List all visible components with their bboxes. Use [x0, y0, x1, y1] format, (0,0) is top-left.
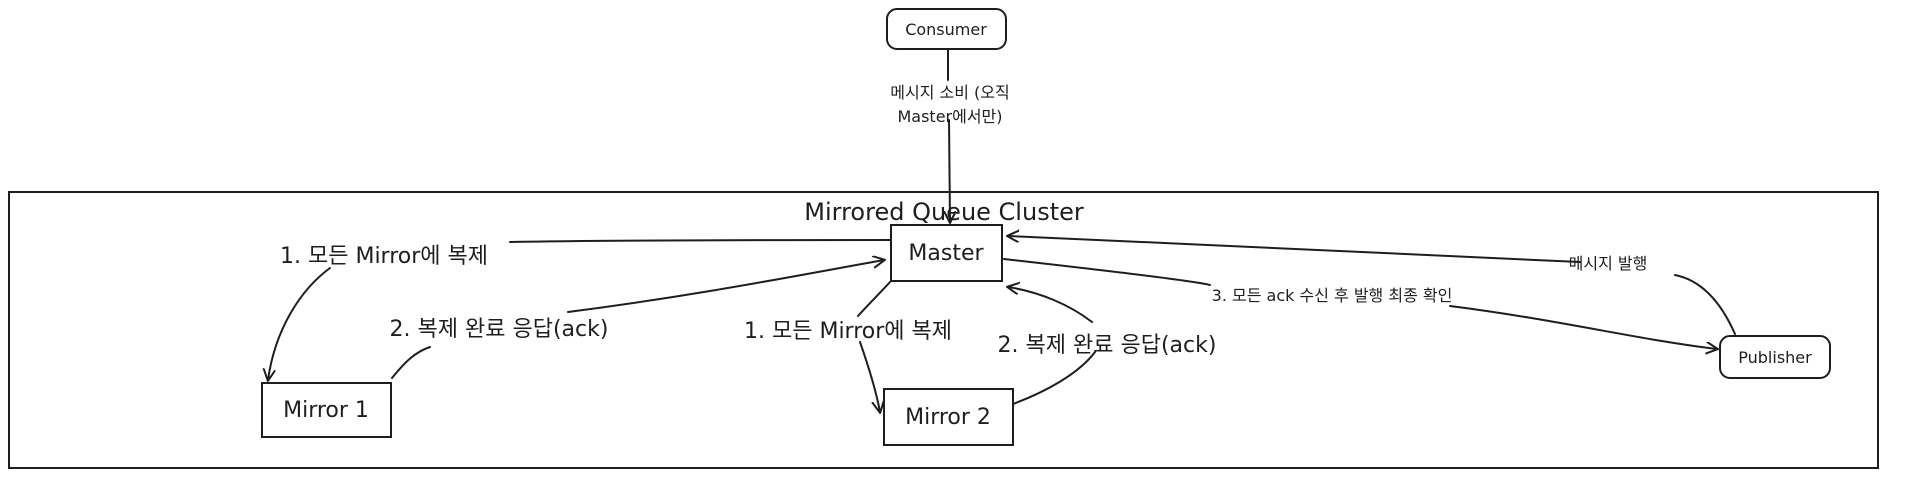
- edge-replicate-m1: [268, 239, 891, 380]
- label-publish: 메시지 발행: [1569, 254, 1648, 273]
- label-replicate-m2: 1. 모든 Mirror에 복제: [744, 319, 952, 344]
- edge-publish: [1008, 236, 1736, 335]
- edge-consume: [948, 49, 950, 222]
- edge-confirm: [1003, 258, 1717, 349]
- label-ack-m1: 2. 복제 완료 응답(ack): [390, 317, 609, 342]
- node-master-label: Master: [908, 241, 984, 266]
- node-publisher[interactable]: Publisher: [1719, 335, 1831, 379]
- edge-replicate-m2: [857, 281, 890, 412]
- edge-ack-m2: [1008, 287, 1096, 405]
- node-consumer-label: Consumer: [905, 20, 987, 39]
- label-ack-m2: 2. 복제 완료 응답(ack): [998, 333, 1217, 358]
- label-confirm: 3. 모든 ack 수신 후 발행 최종 확인: [1212, 286, 1453, 305]
- node-consumer[interactable]: Consumer: [886, 8, 1007, 50]
- label-consume-line2: Master에서만): [897, 107, 1002, 126]
- cluster-title: Mirrored Queue Cluster: [804, 198, 1084, 226]
- label-replicate-m1: 1. 모든 Mirror에 복제: [280, 244, 488, 269]
- node-mirror1[interactable]: Mirror 1: [261, 382, 392, 438]
- edges: [268, 49, 1736, 412]
- edge-labels: 메시지 소비 (오직 Master에서만) 메시지 발행 1. 모든 Mirro…: [280, 83, 1647, 358]
- label-consume-line1: 메시지 소비 (오직: [890, 83, 1009, 102]
- node-master[interactable]: Master: [890, 224, 1003, 282]
- node-mirror1-label: Mirror 1: [283, 398, 369, 423]
- node-mirror2-label: Mirror 2: [905, 405, 991, 430]
- edge-ack-m1: [391, 260, 884, 379]
- node-mirror2[interactable]: Mirror 2: [883, 388, 1014, 446]
- node-publisher-label: Publisher: [1738, 348, 1812, 367]
